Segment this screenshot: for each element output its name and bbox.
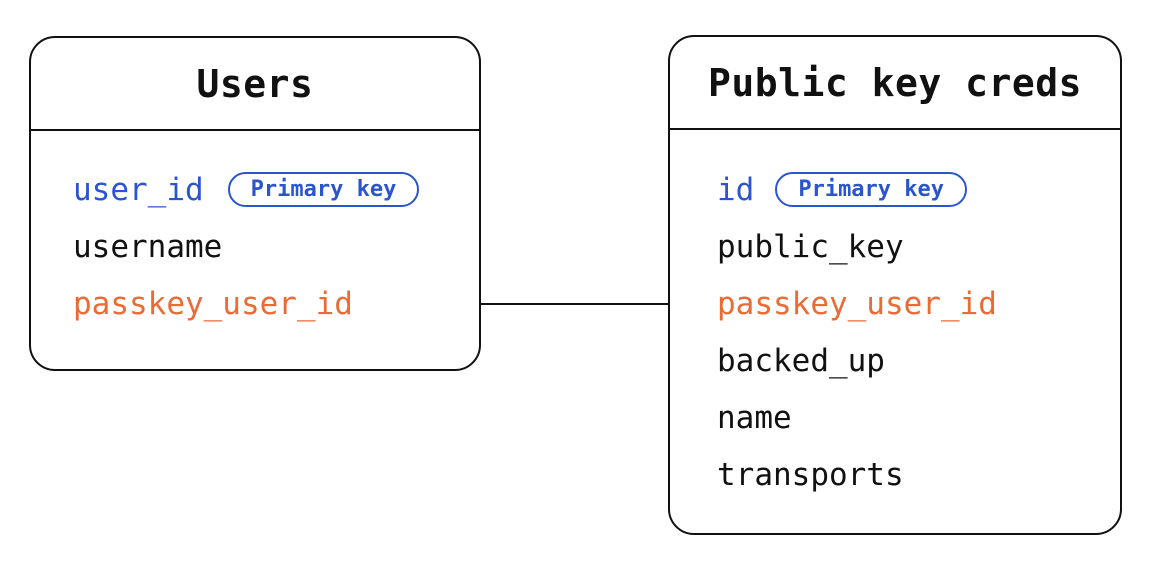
table-users: Users user_id Primary key username passk… (29, 36, 481, 371)
field-row-passkey-user-id: passkey_user_id (73, 275, 459, 332)
table-users-fields: user_id Primary key username passkey_use… (31, 131, 479, 332)
relationship-line (480, 303, 668, 305)
field-name: passkey_user_id (73, 285, 353, 322)
field-name: username (73, 228, 223, 265)
field-row-name: name (717, 389, 1100, 446)
field-name: user_id (73, 171, 204, 208)
field-row-transports: transports (717, 446, 1100, 503)
field-row-public-key: public_key (717, 218, 1100, 275)
field-row-backed-up: backed_up (717, 332, 1100, 389)
field-name: passkey_user_id (717, 285, 997, 322)
table-public-key-creds: Public key creds id Primary key public_k… (668, 35, 1122, 535)
field-row-user-id: user_id Primary key (73, 161, 459, 218)
field-row-passkey-user-id: passkey_user_id (717, 275, 1100, 332)
field-name: id (717, 171, 755, 208)
table-public-key-creds-fields: id Primary key public_key passkey_user_i… (670, 130, 1120, 503)
field-row-id: id Primary key (717, 161, 1100, 218)
field-name: public_key (717, 228, 904, 265)
field-name: backed_up (717, 342, 885, 379)
table-users-title: Users (31, 38, 479, 131)
field-row-username: username (73, 218, 459, 275)
table-public-key-creds-title: Public key creds (670, 37, 1120, 130)
field-name: name (717, 399, 792, 436)
primary-key-badge: Primary key (775, 172, 968, 207)
primary-key-badge: Primary key (227, 172, 420, 207)
field-name: transports (717, 456, 904, 493)
